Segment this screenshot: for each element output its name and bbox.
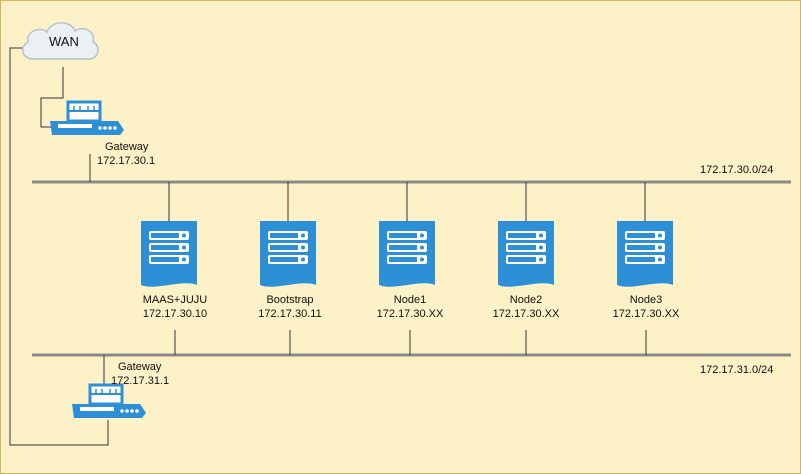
upper-gateway-ip: 172.17.30.1 [97, 155, 156, 167]
router-icon [50, 100, 124, 135]
server-icon [617, 221, 673, 287]
server-icon [498, 221, 554, 287]
server-ip: 172.17.30.XX [376, 308, 444, 320]
server-node-bootstrap [260, 182, 316, 355]
server-ip: 172.17.30.XX [492, 308, 560, 320]
server-icon [260, 221, 316, 287]
server-name: Node2 [509, 294, 543, 306]
wan-uplink-wire [9, 47, 109, 446]
server-node-node2 [498, 182, 554, 355]
server-node-node1 [379, 182, 435, 355]
server-node-maas [141, 182, 197, 355]
lower-subnet-label: 172.17.31.0/24 [700, 364, 774, 376]
router-icon [72, 383, 146, 418]
server-node-node3 [617, 182, 673, 355]
wan-gateway-wire [40, 67, 64, 128]
upper-subnet-label: 172.17.30.0/24 [700, 164, 774, 176]
server-icon [379, 221, 435, 287]
server-ip: 172.17.30.10 [142, 308, 208, 320]
upper-gateway-label: Gateway [105, 141, 149, 153]
server-name: Node1 [393, 294, 427, 306]
wan-label: WAN [49, 34, 79, 49]
server-ip: 172.17.30.11 [258, 308, 322, 320]
lower-gateway-label: Gateway [118, 361, 162, 373]
server-name: Node3 [629, 294, 663, 306]
wan-cloud-icon [21, 22, 99, 60]
lower-gateway-ip: 172.17.31.1 [111, 375, 170, 387]
server-name: MAAS+JUJU [142, 294, 208, 306]
server-icon [141, 221, 197, 287]
server-name: Bootstrap [266, 294, 314, 306]
server-ip: 172.17.30.XX [612, 308, 680, 320]
